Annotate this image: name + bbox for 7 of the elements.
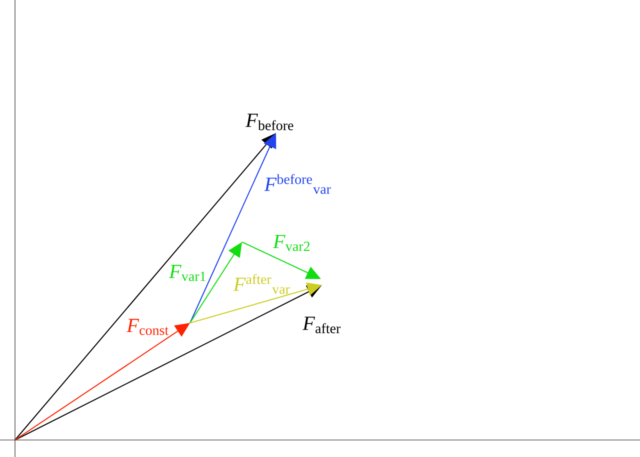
- vector-label: F$_{const}$: [126, 318, 169, 336]
- vector-label: F$^{after}$var: [233, 274, 290, 294]
- vector-label: F$_{after}$: [302, 316, 341, 334]
- vector-label: F$_{var1}$: [168, 264, 206, 282]
- vector-label: F$_{var2}$: [272, 234, 310, 252]
- vector-label: F$^{before}$var: [264, 174, 331, 194]
- vector-label: F$_{before}$: [246, 114, 294, 130]
